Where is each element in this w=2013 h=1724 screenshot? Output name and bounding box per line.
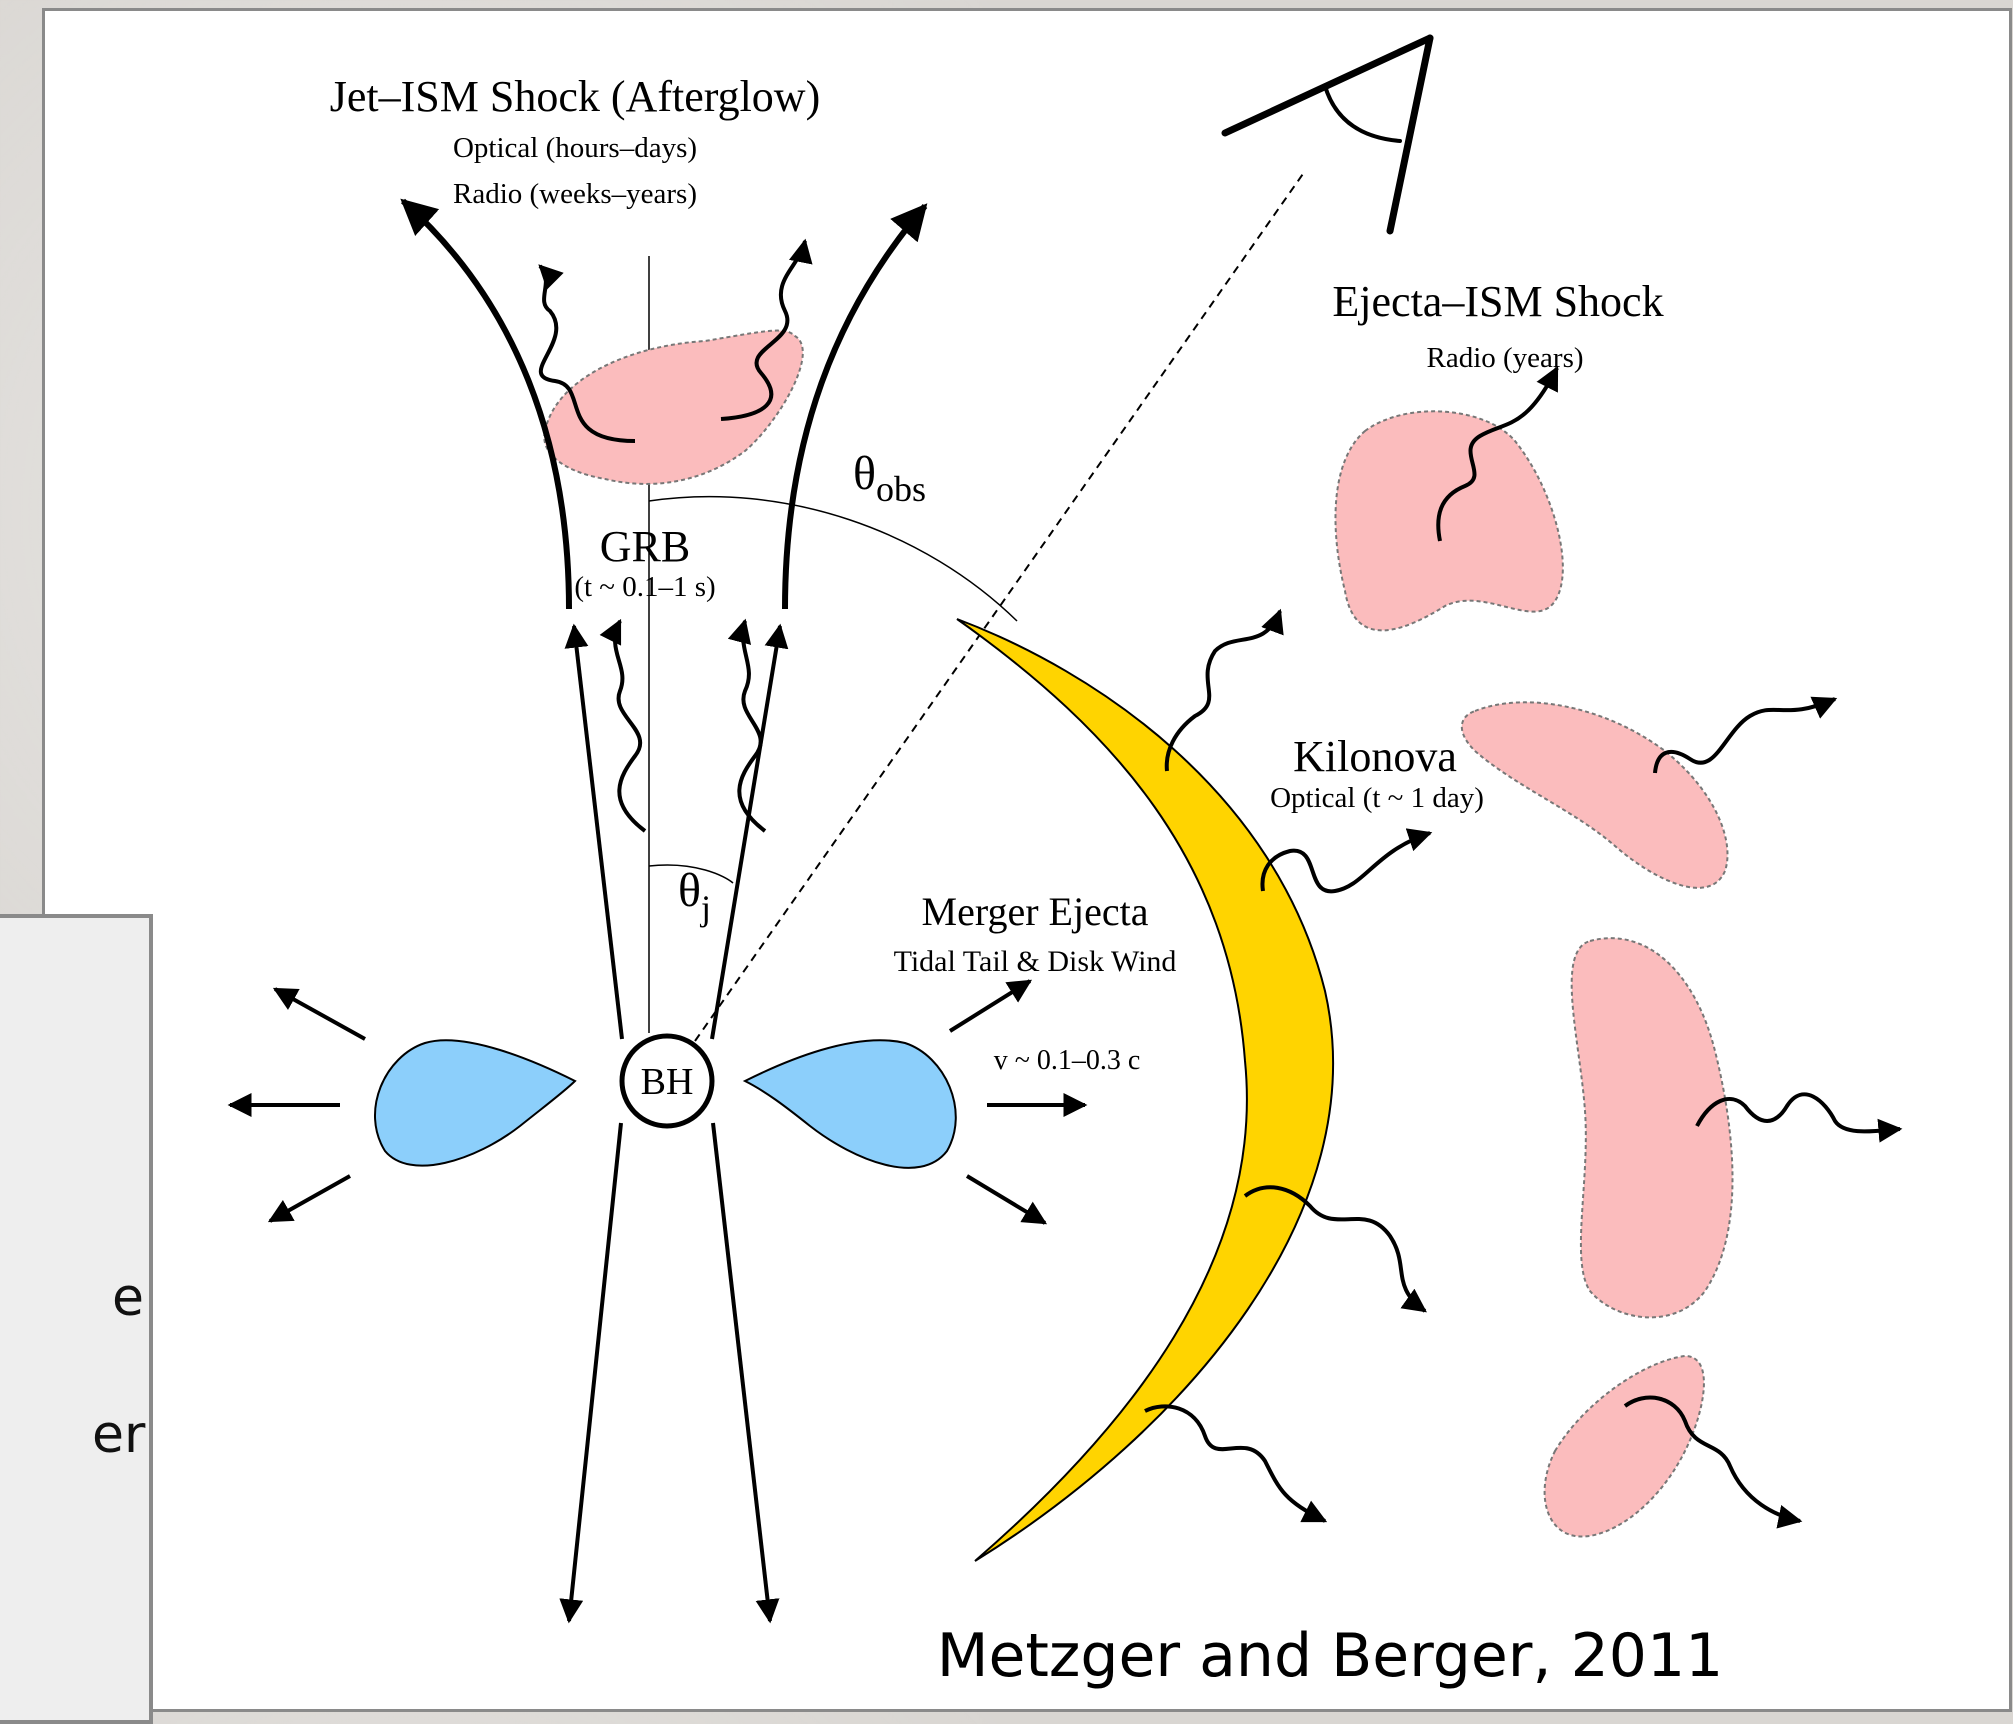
- ejecta-shock-blob: [1334, 410, 1564, 632]
- ejecta-shock-blob: [1570, 937, 1734, 1319]
- ejecta-shock-blob: [1460, 701, 1729, 889]
- ejecta-shock-photon: [1653, 696, 1838, 774]
- jet-cone-left: [564, 623, 624, 1040]
- outflow-arrow: [965, 1174, 1048, 1225]
- disk-lobe-left: [374, 1039, 577, 1167]
- ejecta-shock-blob: [1543, 1354, 1705, 1538]
- overlay-text-fragment: er: [92, 1405, 146, 1465]
- jet-boundary-left: [400, 198, 572, 610]
- velocity-label: v ~ 0.1–0.3 c: [994, 1045, 1141, 1076]
- figure-panel: Jet–ISM Shock (Afterglow) Optical (hours…: [42, 8, 2012, 1712]
- grb-photon-right: [727, 618, 767, 833]
- grb-label: GRB: [600, 522, 690, 571]
- theta-obs-arc: [648, 495, 1018, 622]
- counter-jet-right: [711, 1122, 780, 1624]
- afterglow-photon-left: [538, 264, 636, 443]
- ejecta-shock-photon: [1623, 1395, 1803, 1529]
- ejecta-radio-label: Radio (years): [1426, 342, 1583, 374]
- ejecta-shock-photon: [1436, 365, 1559, 542]
- overlay-text-box: e er: [0, 914, 153, 1724]
- outflow-arrow: [267, 1174, 351, 1223]
- ejecta-ism-shock-label: Ejecta–ISM Shock: [1332, 277, 1663, 326]
- kilonova-photon: [1260, 828, 1433, 894]
- grb-photon-left: [599, 618, 647, 833]
- afterglow-photon-right: [720, 238, 813, 421]
- kilonova-photon: [1164, 608, 1284, 772]
- kilonova-photon: [1144, 1404, 1328, 1523]
- jet-boundary-right: [782, 203, 928, 610]
- outflow-arrow: [272, 987, 366, 1041]
- observer-eye-icon: [1221, 34, 1434, 235]
- kilonova-optical-label: Optical (t ~ 1 day): [1270, 782, 1484, 814]
- tidal-tail-label: Tidal Tail & Disk Wind: [894, 945, 1177, 978]
- theta-j-arc: [648, 864, 734, 884]
- disk-lobe-right: [742, 1039, 957, 1169]
- theta-j-label: θj: [678, 864, 711, 928]
- outflow-arrow: [948, 979, 1033, 1033]
- ejecta-shock-photon: [1695, 1092, 1903, 1143]
- jet-ism-shock-label: Jet–ISM Shock (Afterglow): [330, 72, 820, 121]
- afterglow-radio-label: Radio (weeks–years): [453, 178, 697, 210]
- afterglow-shock-region: [543, 329, 804, 485]
- credit-label: Metzger and Berger, 2011: [937, 1621, 1724, 1691]
- merger-ejecta-label: Merger Ejecta: [922, 889, 1149, 934]
- counter-jet-left: [559, 1122, 623, 1624]
- kilonova-photon: [1243, 1185, 1427, 1313]
- grb-time-label: (t ~ 0.1–1 s): [574, 571, 715, 603]
- kilonova-label: Kilonova: [1293, 732, 1457, 781]
- line-of-sight: [694, 170, 1306, 1042]
- theta-obs-label: θobs: [853, 447, 926, 509]
- kilonova-diagram: Jet–ISM Shock (Afterglow) Optical (hours…: [227, 34, 1903, 1691]
- black-hole: [619, 1033, 715, 1129]
- overlay-text-fragment: e: [112, 1268, 144, 1328]
- afterglow-optical-label: Optical (hours–days): [453, 132, 697, 164]
- jet-cone-right: [710, 623, 789, 1040]
- merger-ejecta-crescent: [956, 618, 1335, 1562]
- bh-label: BH: [641, 1061, 694, 1103]
